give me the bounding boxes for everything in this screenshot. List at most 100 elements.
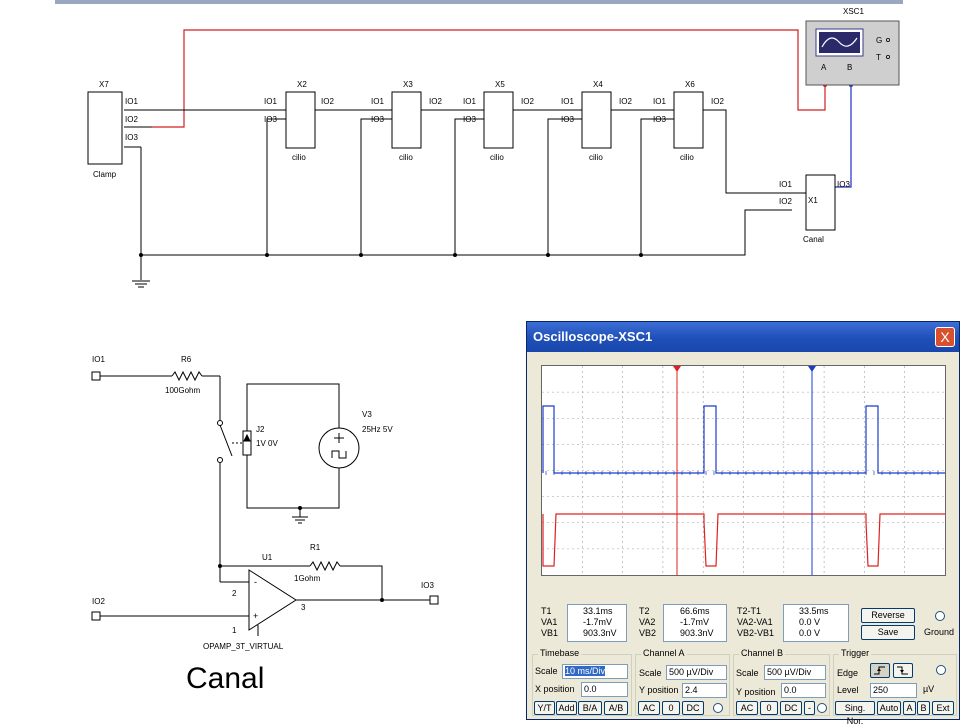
channel-b-ac-button[interactable]: AC: [736, 701, 758, 715]
trigger-source-b-button[interactable]: B: [917, 701, 930, 715]
channel-b-ypos-input[interactable]: 0.0: [781, 683, 826, 698]
j2-ref: J2: [256, 425, 265, 434]
ba-button[interactable]: B/A: [578, 701, 602, 715]
cilio-block[interactable]: X4 IO1 IO2 IO3 cilio: [561, 80, 632, 162]
r1-ref: R1: [310, 543, 321, 552]
trigger-source-a-button[interactable]: A: [903, 701, 916, 715]
trigger-source-ext-button[interactable]: Ext: [932, 701, 954, 715]
canal-block[interactable]: X1 IO1 IO2 IO3 Canal: [779, 174, 850, 244]
channel-a-ypos-label: Y position: [639, 685, 679, 695]
channel-a-scale-label: Scale: [639, 668, 662, 678]
rising-edge-button[interactable]: [870, 663, 890, 678]
channel-b-scale-input[interactable]: 500 µV/Div: [764, 665, 826, 680]
clamp-block[interactable]: [87, 91, 123, 165]
clamp-pin-io2: IO2: [125, 115, 138, 124]
cursor-1-marker: [673, 366, 681, 372]
r6-value: 100Gohm: [165, 386, 200, 395]
falling-edge-button[interactable]: [893, 663, 913, 678]
trigger-level-label: Level: [837, 685, 859, 695]
timebase-scale-input[interactable]: 10 ms/Div: [562, 664, 628, 679]
port-io3-label: IO3: [421, 581, 434, 590]
channel-a-scale-input[interactable]: 500 µV/Div: [666, 665, 727, 680]
canal-pin-io2: IO2: [779, 197, 792, 206]
channel-b-ypos-label: Y position: [736, 687, 776, 697]
channel-a-radio[interactable]: [713, 703, 723, 713]
cilio-pin-io2: IO2: [521, 97, 534, 106]
slide-top-rule: [55, 0, 903, 4]
channel-b-wire: [835, 85, 852, 188]
channel-a-zero-button[interactable]: 0: [662, 701, 680, 715]
channel-a-dc-button[interactable]: DC: [682, 701, 704, 715]
channel-b-title: Channel B: [739, 648, 786, 658]
channel-b-zero-button[interactable]: 0: [760, 701, 778, 715]
cilio-pin-io2: IO2: [321, 97, 334, 106]
trigger-auto-button[interactable]: Auto: [877, 701, 901, 715]
j2-value: 1V 0V: [256, 439, 278, 448]
va1-value: -1.7mV: [583, 617, 613, 627]
cilio-pin-io3: IO3: [653, 115, 666, 124]
x-position-label: X position: [535, 684, 575, 694]
r1-value: 1Gohm: [294, 574, 321, 583]
cilio-pin-io1: IO1: [561, 97, 574, 106]
yt-button[interactable]: Y/T: [534, 701, 555, 715]
channel-b-minus-button[interactable]: -: [804, 701, 815, 715]
trigger-radio[interactable]: [936, 665, 946, 675]
channel-b-dc-button[interactable]: DC: [780, 701, 802, 715]
dvb-label: VB2-VB1: [737, 628, 775, 638]
ground-radio[interactable]: [935, 611, 945, 621]
close-button[interactable]: X: [935, 327, 955, 347]
va1-label: VA1: [541, 617, 558, 627]
opamp-minus: -: [254, 577, 257, 587]
add-button[interactable]: Add: [556, 701, 577, 715]
trigger-single-label: Sing.: [844, 703, 866, 713]
dt-label: T2-T1: [737, 606, 762, 616]
opamp-plus: +: [253, 611, 258, 621]
clamp-pin-io3: IO3: [125, 133, 138, 142]
save-button[interactable]: Save: [861, 625, 915, 640]
channel-a-title: Channel A: [641, 648, 687, 658]
cilio-pin-io3: IO3: [561, 115, 574, 124]
falling-edge-icon: [897, 666, 908, 675]
cilio-block[interactable]: X3 IO1 IO2 IO3 cilio: [371, 80, 442, 162]
va2-label: VA2: [639, 617, 656, 627]
x-position-input[interactable]: 0.0: [581, 682, 628, 697]
t1-label: T1: [541, 606, 552, 616]
timebase-scale-label: Scale: [535, 666, 558, 676]
scope-symbol-xsc1[interactable]: [805, 20, 900, 86]
reverse-button[interactable]: Reverse: [861, 608, 915, 623]
ground-bus: [140, 147, 792, 256]
cilio-pin-io3: IO3: [371, 115, 384, 124]
clamp-ref: X7: [99, 80, 109, 89]
vb2-label: VB2: [639, 628, 657, 638]
trigger-single-button[interactable]: Sing. Nor.: [835, 701, 875, 726]
oscilloscope-titlebar[interactable]: Oscilloscope-XSC1: [527, 322, 959, 352]
canal-pin-io3: IO3: [837, 180, 850, 189]
channel-a-ac-button[interactable]: AC: [638, 701, 660, 715]
trigger-group: Trigger: [833, 648, 957, 716]
channel-a-ypos-input[interactable]: 2.4: [682, 683, 727, 698]
channel-b-radio[interactable]: [817, 703, 827, 713]
cursor1-readout: 33.1ms -1.7mV 903.3nV: [567, 604, 627, 642]
oscilloscope-title: Oscilloscope-XSC1: [533, 329, 653, 344]
scope-screen: [541, 365, 946, 576]
cilio-name: cilio: [399, 153, 413, 162]
cilio-pin-io1: IO1: [371, 97, 384, 106]
cilio-ref: X5: [495, 80, 505, 89]
channel-b-trace: [542, 405, 945, 474]
opamp-pin1: 1: [232, 626, 237, 635]
cilio-block[interactable]: X5 IO1 IO2 IO3 cilio: [463, 80, 534, 162]
vb1-value: 903.3nV: [583, 628, 617, 638]
channel-b-scale-label: Scale: [736, 668, 759, 678]
cilio-block[interactable]: X6 IO1 IO2 IO3 cilio: [653, 80, 724, 162]
scope-g-terminal: G: [876, 36, 882, 45]
cilio-name: cilio: [292, 153, 306, 162]
trigger-level-input[interactable]: 250: [870, 683, 917, 698]
t1-value: 33.1ms: [583, 606, 613, 616]
scope-b-terminal: B: [847, 63, 852, 72]
ab-button[interactable]: A/B: [604, 701, 628, 715]
canal-subcircuit: IO1 R6 100Gohm J2 1V 0V V3 25Hz 5V R1 1G…: [91, 355, 439, 651]
cilio-pin-io1: IO1: [463, 97, 476, 106]
cilio-block[interactable]: X2 IO1 IO2 IO3 cilio: [264, 80, 334, 162]
canal-name: Canal: [803, 235, 824, 244]
dvb-value: 0.0 V: [799, 628, 821, 638]
